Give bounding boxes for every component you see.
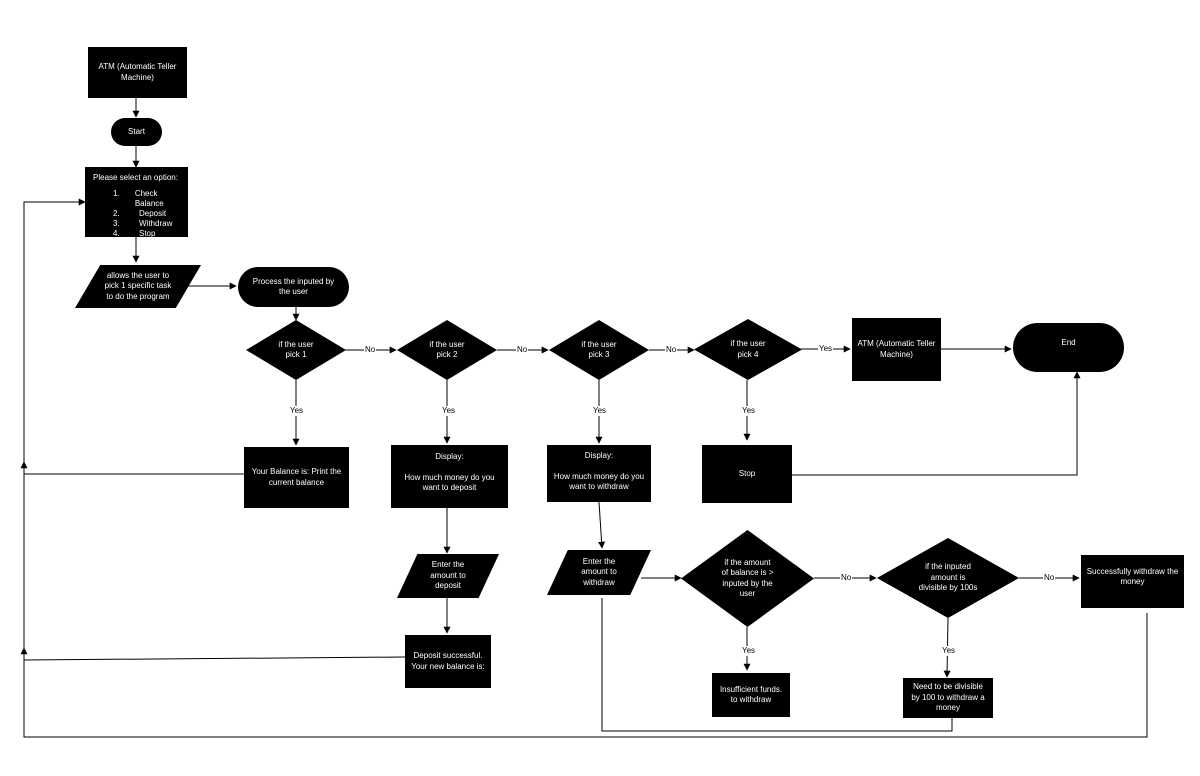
edge-withdraw-loop bbox=[601, 598, 953, 732]
node-success-withdraw-text: Successfully withdraw the money bbox=[1086, 567, 1179, 587]
node-start: Start bbox=[111, 118, 162, 146]
menu-option-label: Stop bbox=[139, 229, 156, 239]
menu-option-list: 1. Check Balance 2. Deposit 3. Withdraw 4. S… bbox=[93, 189, 180, 239]
node-atm-right: ATM (Automatic Teller Machine) bbox=[852, 318, 941, 381]
node-enter-withdraw-text: Enter the amount to withdraw bbox=[581, 556, 617, 587]
node-atm-right-text: ATM (Automatic Teller Machine) bbox=[857, 339, 936, 359]
node-start-text: Start bbox=[128, 126, 145, 136]
menu-option: 2. Deposit bbox=[93, 209, 180, 219]
node-decision-pick1-text: if the user pick 1 bbox=[278, 339, 314, 359]
label-yes-pick2: Yes bbox=[441, 406, 457, 416]
label-no-pick1: No bbox=[364, 345, 377, 355]
node-enter-deposit-text: Enter the amount to deposit bbox=[430, 560, 466, 591]
menu-option-label: Withdraw bbox=[139, 219, 173, 229]
node-decision-pick2-text: if the user pick 2 bbox=[429, 339, 465, 359]
label-yes-pick4-down: Yes bbox=[741, 406, 757, 416]
label-yes-balance: Yes bbox=[741, 646, 757, 656]
node-balance-text: Your Balance is: Print the current balan… bbox=[251, 467, 342, 487]
label-yes-pick1: Yes bbox=[289, 406, 305, 416]
node-stop: Stop bbox=[702, 445, 792, 503]
node-atm-top-text: ATM (Automatic Teller Machine) bbox=[98, 62, 177, 82]
label-no-pick2: No bbox=[516, 345, 529, 355]
menu-option-number: 2. bbox=[113, 209, 120, 219]
node-display-deposit-text: Display: How much money do you want to d… bbox=[404, 452, 495, 493]
menu-option-number: 4. bbox=[113, 229, 120, 239]
node-deposit-success: Deposit successful. Your new balance is: bbox=[405, 635, 491, 688]
node-decision-divisible-text: if the inputed amount is divisible by 10… bbox=[918, 562, 978, 593]
node-allows-input-text: allows the user to pick 1 specific task … bbox=[104, 270, 172, 301]
node-success-withdraw: Successfully withdraw the money bbox=[1081, 555, 1184, 608]
label-no-balance: No bbox=[840, 573, 853, 583]
node-balance: Your Balance is: Print the current balan… bbox=[244, 447, 349, 508]
node-process-text: Process the inputed by the user bbox=[252, 276, 335, 296]
node-display-deposit: Display: How much money do you want to d… bbox=[391, 445, 508, 508]
node-decision-pick4-text: if the user pick 4 bbox=[730, 339, 766, 359]
node-insufficient-text: Insufficient funds. to withdraw bbox=[719, 684, 783, 704]
menu-option-label: Check Balance bbox=[134, 189, 164, 209]
node-display-withdraw: Display: How much money do you want to w… bbox=[547, 445, 651, 502]
menu-title: Please select an option: bbox=[93, 173, 178, 182]
label-yes-pick4: Yes bbox=[818, 344, 834, 354]
label-no-divisible: No bbox=[1043, 573, 1056, 583]
edge-stop-end bbox=[792, 371, 1081, 476]
node-decision-pick3-text: if the user pick 3 bbox=[581, 339, 617, 359]
node-display-withdraw-text: Display: How much money do you want to w… bbox=[553, 451, 645, 492]
node-stop-text: Stop bbox=[738, 468, 756, 478]
node-process: Process the inputed by the user bbox=[238, 267, 349, 307]
node-need-divisible-text: Need to be divisible by 100 to withdraw … bbox=[911, 682, 985, 713]
node-decision-balance-text: if the amount of balance is > inputed by… bbox=[721, 557, 774, 598]
menu-option: 3. Withdraw bbox=[93, 219, 180, 229]
node-end: End bbox=[1013, 323, 1124, 372]
node-need-divisible: Need to be divisible by 100 to withdraw … bbox=[903, 678, 993, 718]
node-atm-top: ATM (Automatic Teller Machine) bbox=[88, 47, 187, 98]
menu-option: 4. Stop bbox=[93, 229, 180, 239]
label-yes-divisible: Yes bbox=[941, 646, 957, 656]
edge-display-enterwithdraw bbox=[598, 501, 606, 549]
node-deposit-success-text: Deposit successful. Your new balance is: bbox=[411, 651, 485, 671]
edge-deposit-back bbox=[23, 656, 406, 661]
node-menu: Please select an option: 1. Check Balance… bbox=[85, 167, 188, 239]
edge-return-loop bbox=[23, 198, 1148, 738]
menu-option-number: 1. bbox=[113, 189, 120, 199]
label-no-pick3: No bbox=[665, 345, 678, 355]
menu-option-label: Deposit bbox=[139, 209, 167, 219]
menu-option-number: 3. bbox=[113, 219, 120, 229]
node-insufficient: Insufficient funds. to withdraw bbox=[712, 673, 790, 717]
node-end-text: End bbox=[1061, 338, 1076, 347]
label-yes-pick3: Yes bbox=[592, 406, 608, 416]
menu-option: 1. Check Balance bbox=[93, 189, 180, 209]
